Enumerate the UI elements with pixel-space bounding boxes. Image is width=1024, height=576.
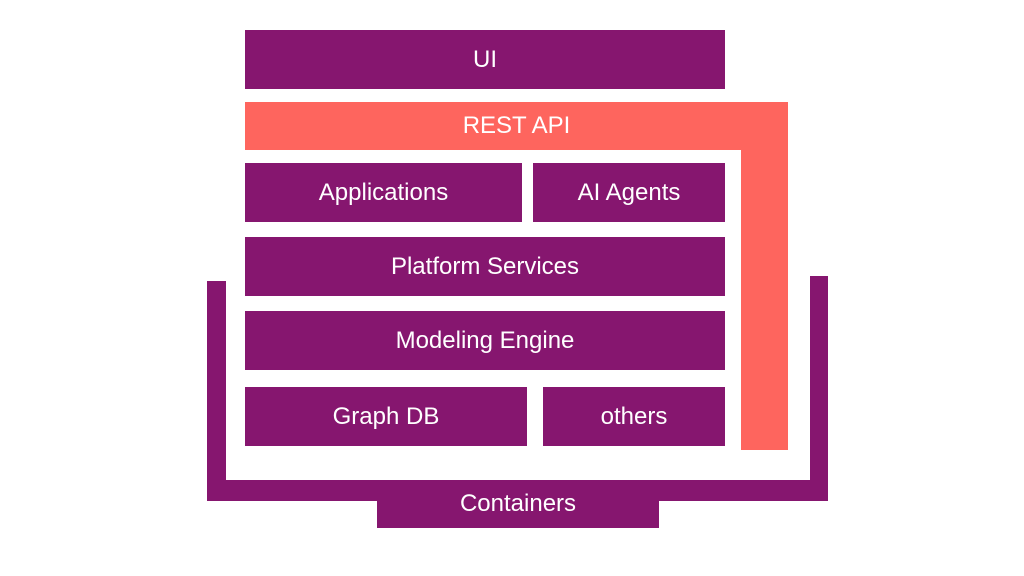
graph-db-block: Graph DB xyxy=(245,387,527,446)
ui-layer: UI xyxy=(245,30,725,89)
applications-block: Applications xyxy=(245,163,522,222)
modeling-engine-label: Modeling Engine xyxy=(395,326,575,354)
ai-agents-block: AI Agents xyxy=(533,163,725,222)
others-label: others xyxy=(600,402,668,430)
ui-label: UI xyxy=(473,45,497,73)
containers-bracket-right xyxy=(810,276,828,501)
ai-agents-label: AI Agents xyxy=(577,178,681,206)
containers-label: Containers xyxy=(459,490,577,517)
platform-services-label: Platform Services xyxy=(390,252,580,280)
platform-services-block: Platform Services xyxy=(245,237,725,296)
rest-api-layer: REST API xyxy=(245,102,788,150)
graph-db-label: Graph DB xyxy=(332,402,440,430)
rest-api-label: REST API xyxy=(462,112,571,139)
modeling-engine-block: Modeling Engine xyxy=(245,311,725,370)
containers-bracket-left xyxy=(207,281,226,501)
others-block: others xyxy=(543,387,725,446)
rest-api-vertical-bar xyxy=(741,102,788,450)
containers-block: Containers xyxy=(377,480,659,528)
applications-label: Applications xyxy=(318,178,449,206)
